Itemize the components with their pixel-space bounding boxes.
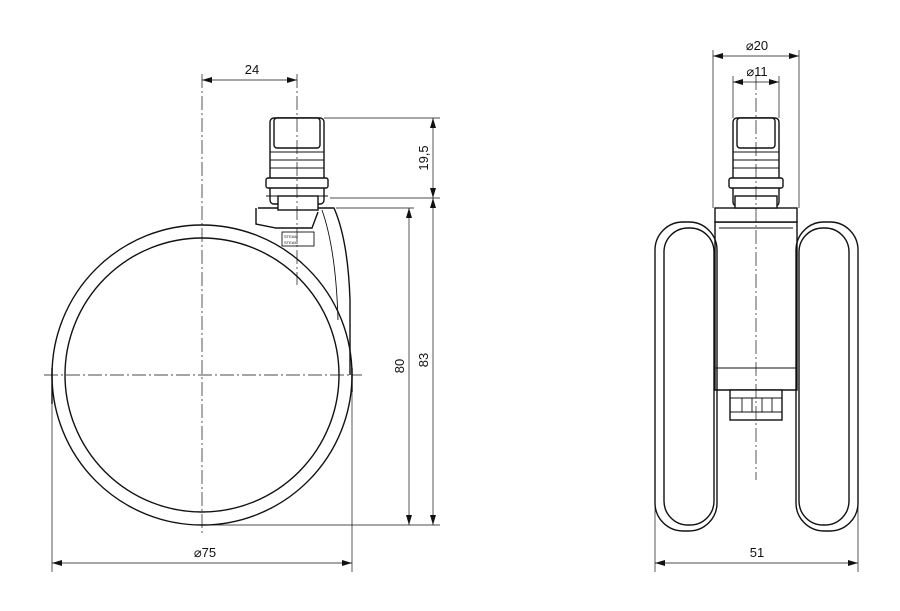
dim-83-arrow-top — [430, 198, 436, 208]
dim-75-arrow-left — [52, 560, 62, 566]
dim-11-arrow-right — [769, 79, 779, 85]
dim-19-5-arrow-bottom — [430, 188, 436, 198]
fork-housing — [258, 207, 351, 375]
front-left-wheel-inner — [663, 227, 715, 526]
front-view: ⌀20 ⌀11 51 — [654, 38, 859, 572]
dim-83-arrow-bottom — [430, 515, 436, 525]
brand-badge — [281, 231, 315, 247]
dim-51-arrow-right — [848, 560, 858, 566]
dim-20-arrow-right — [789, 53, 799, 59]
dim-51-label: 51 — [750, 545, 764, 560]
side-view: STEAM STEAM 24 19,5 80 — [44, 62, 440, 572]
dim-19-5-label: 19,5 — [416, 145, 431, 170]
fork-top-plate — [255, 208, 319, 229]
dim-24-arrow-left — [202, 77, 212, 83]
dim-24-label: 24 — [245, 62, 259, 77]
dim-75-label: ⌀75 — [194, 545, 216, 560]
stem-base — [277, 195, 319, 211]
brand-badge-line1: STEAM — [284, 234, 298, 239]
dim-83-label: 83 — [416, 353, 431, 367]
front-right-wheel-inner — [798, 227, 850, 526]
dim-51-arrow-left — [655, 560, 665, 566]
dim-80-arrow-bottom — [406, 515, 412, 525]
dim-80-label: 80 — [392, 359, 407, 373]
fork-inner-edge — [321, 209, 339, 321]
dim-75-arrow-right — [342, 560, 352, 566]
dim-20-arrow-left — [713, 53, 723, 59]
front-right-wheel-outer — [795, 221, 859, 532]
dim-11-label: ⌀11 — [746, 64, 767, 79]
dim-24-arrow-right — [287, 77, 297, 83]
dim-19-5-arrow-top — [430, 118, 436, 128]
brand-badge-line2: STEAM — [284, 240, 298, 245]
front-left-wheel-outer — [654, 221, 718, 532]
dim-80-arrow-top — [406, 208, 412, 218]
dim-20-label: ⌀20 — [746, 38, 768, 53]
dim-11-arrow-left — [733, 79, 743, 85]
